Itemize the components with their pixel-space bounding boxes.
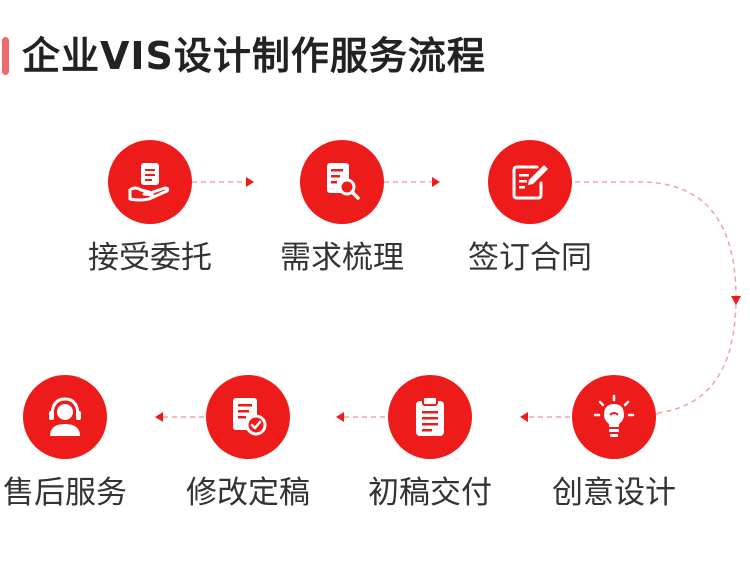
step-requirement-analysis: 需求梳理 [252,140,432,290]
arrow-left-icon [155,412,163,422]
step-label: 需求梳理 [280,240,404,276]
step-after-sales-service: 售后服务 [0,375,155,525]
step-first-draft-delivery: 初稿交付 [340,375,520,525]
step-icon-circle [108,140,192,224]
document-search-icon [327,163,360,200]
document-check-icon [233,398,267,436]
arrow-left-icon [336,412,344,422]
step-revision-finalize: 修改定稿 [158,375,338,525]
document-sign-icon [512,165,548,200]
page-title: 企业VIS设计制作服务流程 [22,34,486,78]
arrow-down-icon [731,296,741,305]
headset-user-icon [49,397,81,436]
step-label: 签订合同 [468,240,592,276]
step-icon-circle [300,140,384,224]
arrow-right-icon [246,177,254,187]
step-accept-commission: 接受委托 [60,140,240,290]
arrow-left-icon [520,412,528,422]
arrow-right-icon [432,177,440,187]
step-creative-design: 创意设计 [524,375,704,525]
step-icon-circle [388,375,472,459]
step-label: 接受委托 [88,240,212,276]
clipboard-icon [416,396,444,436]
step-icon-circle [23,375,107,459]
step-icon-circle [206,375,290,459]
step-label: 初稿交付 [368,475,492,511]
document-in-hand-icon [128,163,170,202]
step-icon-circle [488,140,572,224]
step-label: 修改定稿 [186,475,310,511]
step-label: 创意设计 [552,475,676,511]
title-accent-bar [2,37,9,75]
lightbulb-icon [593,394,635,437]
step-icon-circle [572,375,656,459]
step-sign-contract: 签订合同 [440,140,620,290]
step-label: 售后服务 [3,475,127,511]
